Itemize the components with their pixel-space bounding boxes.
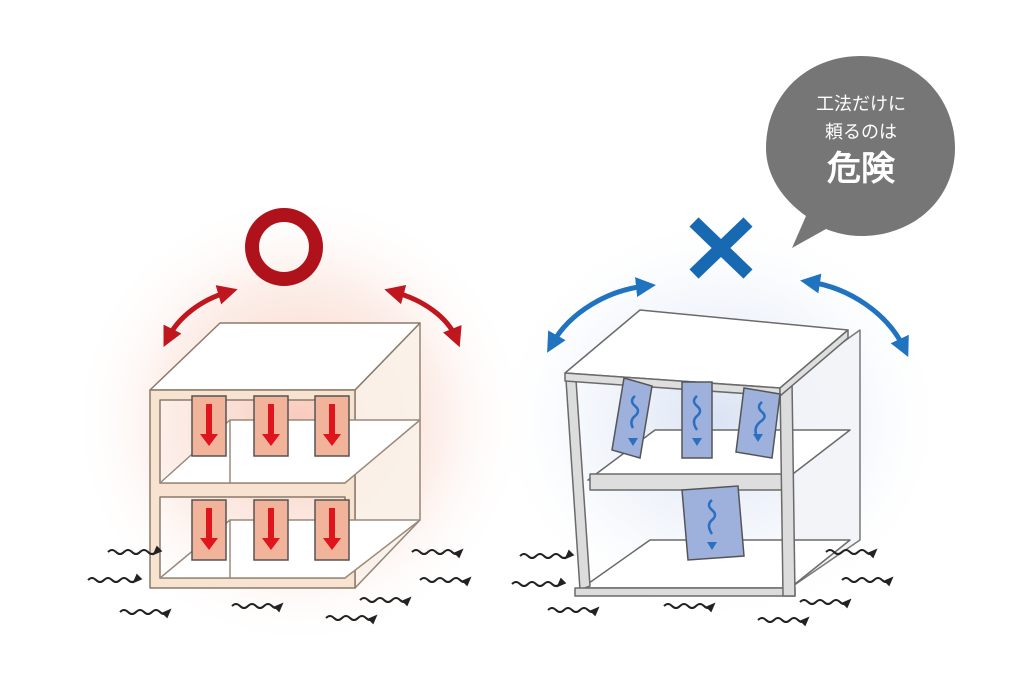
good-wall-panels	[191, 395, 350, 561]
bad-cross-mark	[689, 217, 753, 279]
bubble-line-1: 工法だけに	[816, 94, 906, 115]
good-load-arrow	[200, 508, 218, 550]
bad-panel	[681, 485, 745, 561]
bubble-line-2: 頼るのは	[825, 122, 897, 143]
good-building	[149, 322, 421, 589]
speech-bubble-shape	[766, 56, 955, 248]
vibration-wave	[87, 573, 143, 584]
vibration-wave	[419, 576, 472, 587]
good-building-group	[70, 190, 530, 650]
ground-vibration-waves	[87, 545, 894, 627]
vibration-wave	[841, 576, 894, 587]
bad-load-arrow	[754, 401, 766, 435]
vibration-wave	[359, 596, 412, 607]
good-circle-mark	[245, 208, 323, 286]
vibration-wave	[411, 548, 464, 559]
vibration-wave	[107, 545, 163, 556]
vibration-wave	[547, 606, 600, 617]
vibration-wave	[511, 577, 567, 588]
good-load-arrow	[262, 508, 280, 550]
bad-load-arrow	[707, 499, 717, 535]
bad-load-arrow	[630, 395, 640, 429]
bad-load-arrow	[692, 395, 702, 431]
bad-sway-arrow-left	[547, 277, 656, 353]
bad-sway-arrow-right	[800, 273, 909, 358]
good-load-arrow	[200, 404, 218, 446]
bad-building	[564, 309, 861, 597]
speech-bubble: 工法だけに 頼るのは 危険	[766, 56, 955, 248]
bad-wall-panels	[611, 377, 781, 561]
vibration-wave	[231, 602, 284, 613]
vibration-wave	[663, 602, 716, 613]
good-load-arrow	[323, 404, 341, 446]
vibration-wave	[799, 598, 852, 609]
good-load-arrow	[262, 404, 280, 446]
vibration-wave	[757, 616, 810, 627]
vibration-wave	[825, 548, 878, 559]
bubble-line-3: 危険	[827, 149, 896, 189]
vibration-wave	[519, 549, 575, 560]
bad-building-group	[490, 210, 950, 630]
good-sway-arrow-right	[384, 284, 462, 348]
good-sway-arrow-left	[163, 285, 238, 347]
bad-panel	[681, 381, 713, 459]
vibration-wave	[119, 608, 172, 619]
good-load-arrow	[323, 508, 341, 550]
vibration-wave	[325, 614, 378, 625]
